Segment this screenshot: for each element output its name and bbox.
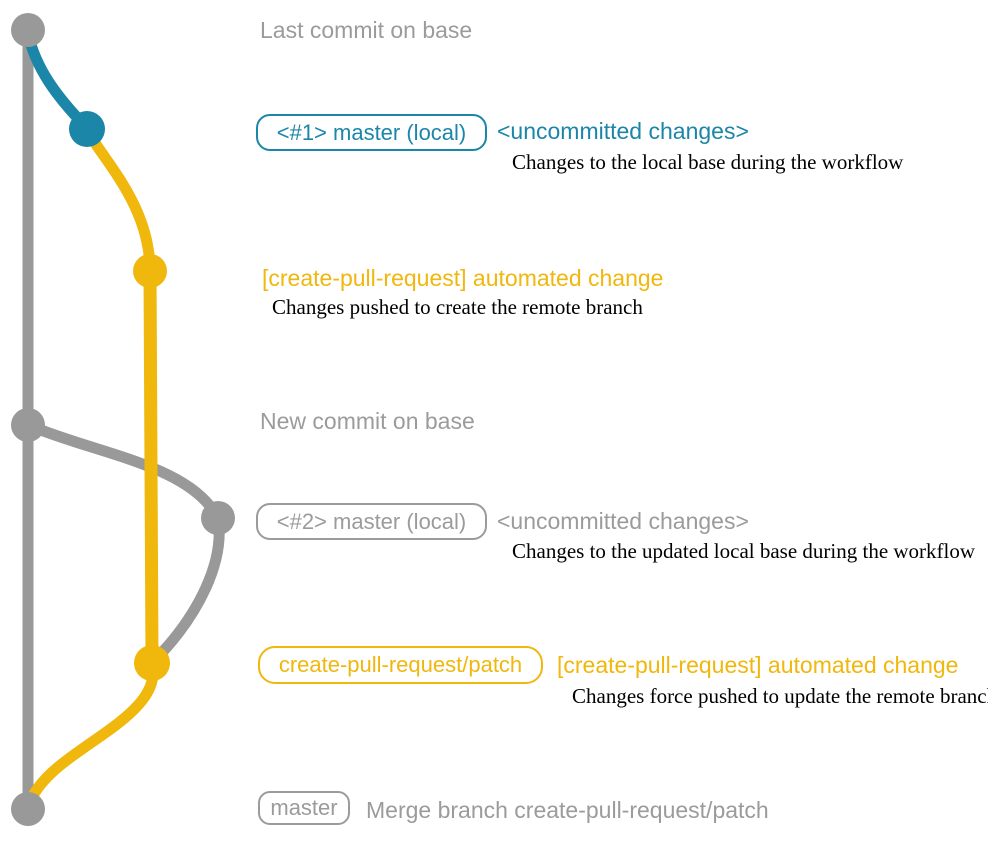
- branch-badge-master: master: [258, 791, 350, 825]
- commit-dot-last-base: [11, 13, 45, 47]
- uncommitted-changes-title-1: <uncommitted changes>: [497, 118, 749, 144]
- uncommitted-changes-desc-1: Changes to the local base during the wor…: [512, 150, 904, 174]
- automated-change-title-1: [create-pull-request] automated change: [262, 265, 664, 291]
- automated-change-desc-1: Changes pushed to create the remote bran…: [272, 295, 643, 319]
- branch-badge-patch-text: create-pull-request/patch: [278, 652, 523, 677]
- branch-badge-master-text: master: [270, 795, 338, 820]
- patch-merge-curve: [22, 659, 159, 812]
- branch-badge-master-local-1-text: <#1> master (local): [276, 119, 467, 145]
- uncommitted-changes-title-2: <uncommitted changes>: [497, 508, 749, 534]
- merge-branch-label: Merge branch create-pull-request/patch: [366, 797, 769, 823]
- branch-badge-master-local-2: <#2> master (local): [256, 503, 487, 540]
- commit-dot-patch1: [133, 254, 167, 288]
- branch-badge-patch: create-pull-request/patch: [258, 646, 543, 684]
- local2-to-patch-curve: [146, 512, 225, 669]
- commit-dot-local2: [201, 501, 235, 535]
- commit-dot-merge: [11, 792, 45, 826]
- patch-branch-top-curve: [81, 124, 156, 277]
- branch-badge-master-local-1: <#1> master (local): [256, 114, 487, 151]
- automated-change-title-2: [create-pull-request] automated change: [557, 652, 959, 678]
- uncommitted-changes-desc-2: Changes to the updated local base during…: [512, 539, 976, 563]
- branch-badge-master-local-2-text: <#2> master (local): [276, 508, 467, 534]
- commit-dot-patch2: [134, 645, 170, 681]
- base-to-local2-curve: [22, 419, 224, 524]
- automated-change-desc-2: Changes force pushed to update the remot…: [572, 684, 988, 708]
- patch-branch-line: [143, 270, 159, 662]
- new-commit-label: New commit on base: [260, 408, 475, 434]
- last-commit-label: Last commit on base: [260, 17, 473, 43]
- commit-dot-local1: [69, 111, 105, 147]
- commit-dot-new-base: [11, 408, 45, 442]
